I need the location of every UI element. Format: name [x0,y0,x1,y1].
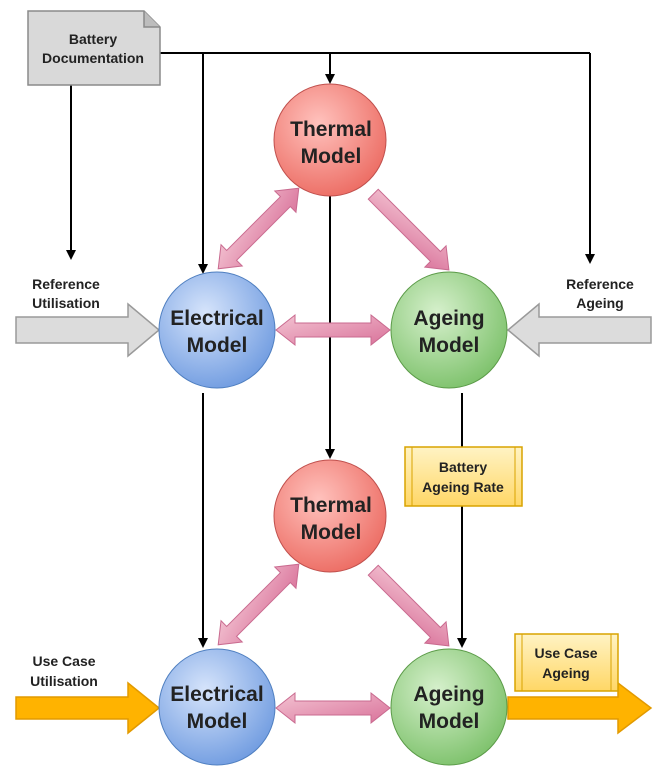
bottom-electrical-line2: Model [187,710,248,733]
battery-documentation-node: Battery Documentation [27,10,161,86]
top-ageing-line1: Ageing [413,307,484,330]
bottom-thermal-model-node: Thermal Model [273,459,387,573]
reference-utilisation-label: Reference Utilisation [32,276,100,311]
top-thermal-model-node: Thermal Model [273,83,387,197]
top-electrical-ageing-arrow [275,313,391,347]
top-electrical-line2: Model [187,334,248,357]
use-case-ageing-arrow [507,681,653,735]
battery-documentation-line2: Documentation [42,50,144,66]
battery-ageing-rate-line2: Ageing Rate [422,479,504,495]
top-thermal-ageing-arrow [367,188,450,271]
battery-documentation-line1: Battery [69,31,117,47]
top-thermal-line2: Model [301,145,362,168]
use-case-ageing-line1: Use Case [534,645,597,661]
top-electrical-line1: Electrical [170,307,263,330]
bottom-thermal-line1: Thermal [290,494,372,517]
bottom-electrical-ageing-arrow [275,691,391,725]
reference-utilisation-line2: Utilisation [32,295,100,311]
bottom-thermal-line2: Model [301,521,362,544]
top-thermal-line1: Thermal [290,118,372,141]
reference-utilisation-arrow [15,302,161,358]
use-case-utilisation-line1: Use Case [32,653,95,669]
bottom-thermal-electrical-arrow [217,563,300,646]
reference-ageing-label: Reference Ageing [566,276,634,311]
use-case-utilisation-label: Use Case Utilisation [30,653,98,689]
use-case-ageing-note: Use Case Ageing [514,633,619,692]
use-case-utilisation-arrow [15,681,161,735]
use-case-utilisation-line2: Utilisation [30,673,98,689]
top-thermal-electrical-arrow [217,187,300,270]
bottom-electrical-line1: Electrical [170,683,263,706]
use-case-ageing-line2: Ageing [542,665,589,681]
reference-ageing-line2: Ageing [576,295,623,311]
bottom-electrical-model-node: Electrical Model [158,648,276,766]
bottom-ageing-line2: Model [419,710,480,733]
battery-ageing-rate-note: Battery Ageing Rate [404,446,523,507]
bottom-ageing-model-node: Ageing Model [390,648,508,766]
top-electrical-model-node: Electrical Model [158,271,276,389]
bottom-thermal-ageing-arrow [367,564,450,647]
top-ageing-model-node: Ageing Model [390,271,508,389]
top-ageing-line2: Model [419,334,480,357]
reference-ageing-arrow [506,302,652,358]
bottom-ageing-line1: Ageing [413,683,484,706]
battery-ageing-rate-line1: Battery [439,459,487,475]
reference-utilisation-line1: Reference [32,276,100,292]
reference-ageing-line1: Reference [566,276,634,292]
